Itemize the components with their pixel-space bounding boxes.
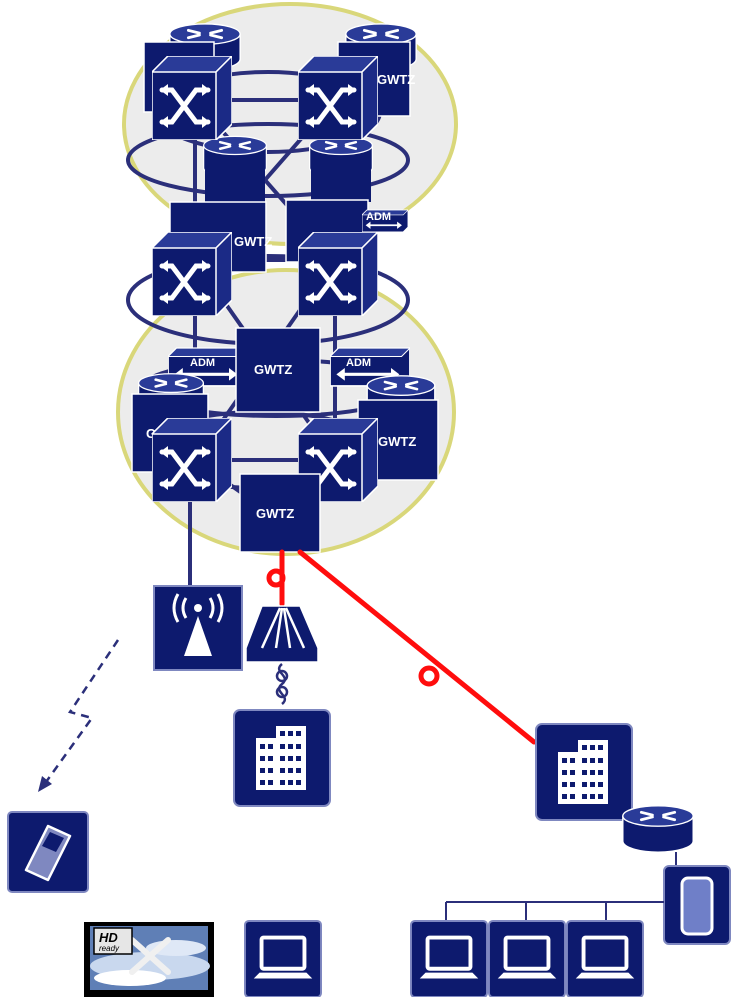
cross-connect-low-left (152, 418, 232, 502)
adm-middle-right: ADM (362, 208, 408, 234)
wireless-link-arrowhead (38, 776, 52, 792)
router-mid-right-base (311, 170, 371, 202)
building-icon-left (233, 709, 331, 807)
fiber-links (266, 549, 537, 745)
adm-label: ADM (190, 357, 215, 369)
gwtz-label: GWTZ (378, 434, 416, 449)
laptop-icon-1 (410, 920, 488, 997)
gwtz-label: GWTZ (256, 506, 294, 521)
gwtz-box-center: GWTZ (235, 327, 321, 413)
laptop-icon-home (244, 920, 322, 997)
laptop-icon-3 (566, 920, 644, 997)
cross-connect-mid-right (298, 232, 378, 316)
gwtz-label: GWTZ (377, 72, 415, 87)
gwtz-label: GWTZ (254, 362, 292, 377)
router-icon-customer (621, 804, 695, 854)
router-mid-left-base (205, 170, 265, 202)
adm-label: ADM (346, 357, 371, 369)
hd-logo-subtext: ready (99, 944, 120, 953)
firewall-icon (663, 865, 731, 945)
building-icon-right (535, 723, 633, 821)
cross-connect-top-right (298, 56, 378, 140)
lan-bus (445, 901, 664, 920)
mobile-phone-icon (7, 811, 89, 893)
hd-tv-icon: HD ready (84, 922, 214, 997)
adm-lower-right: ADM (330, 346, 410, 388)
fiber-splitter-icon (245, 605, 319, 705)
wireless-link-dashed (44, 639, 120, 783)
hd-logo-text: HD (99, 930, 118, 945)
cross-connect-mid-left (152, 232, 232, 316)
cross-connect-top-left (152, 56, 232, 140)
gwtz-box-bottom: GWTZ (239, 473, 321, 553)
laptop-icon-2 (488, 920, 566, 997)
adm-label: ADM (366, 211, 391, 223)
gwtz-label: GWTZ (234, 234, 272, 249)
wireless-base-station-icon (153, 585, 243, 671)
adm-lower-left: ADM (168, 346, 248, 388)
